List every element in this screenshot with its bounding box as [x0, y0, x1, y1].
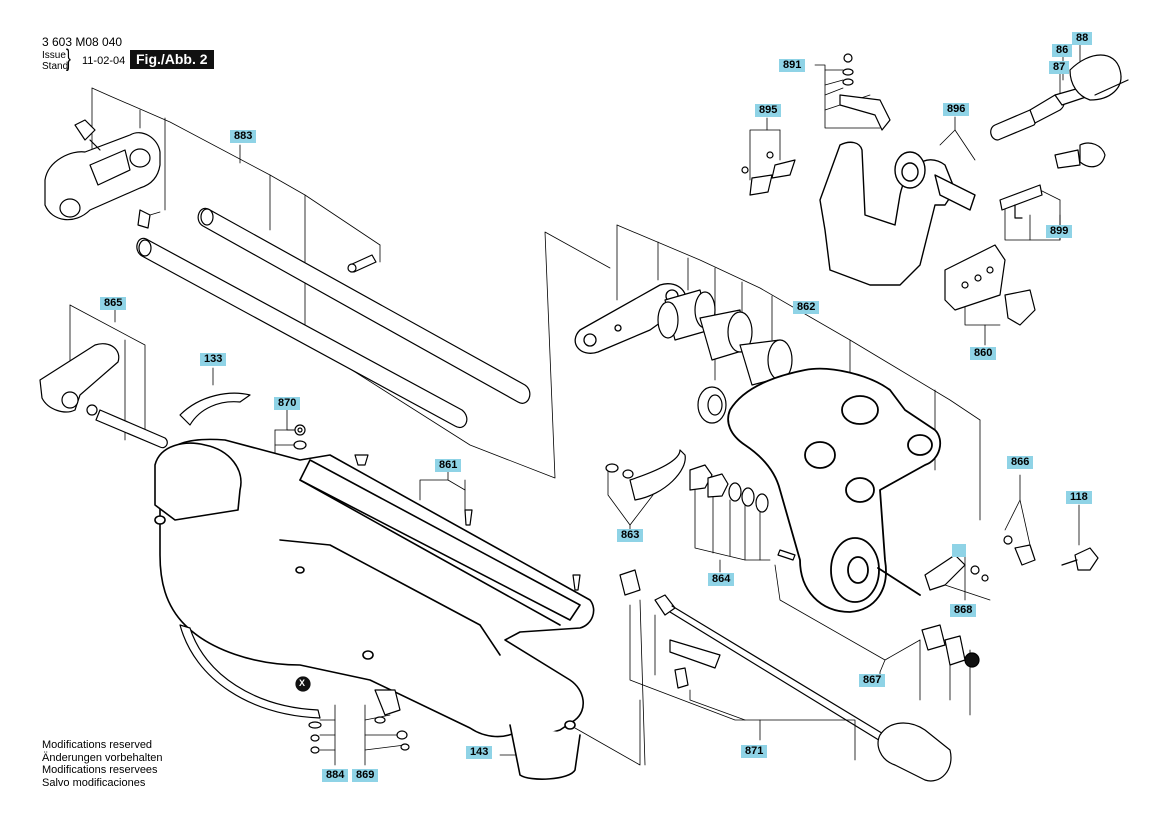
label-895: 895	[755, 104, 782, 117]
label-896: 896	[943, 103, 970, 116]
shaft-87	[990, 54, 1129, 141]
knob-118	[1061, 547, 1099, 571]
hardware-small	[293, 424, 581, 754]
label-865: 865	[100, 297, 127, 310]
arm-865	[39, 343, 168, 449]
label-868: 868	[950, 604, 977, 617]
note-en: Modifications reserved	[42, 739, 153, 751]
scale-ring	[179, 624, 321, 719]
latch-868	[924, 554, 989, 591]
label-884: 884	[322, 769, 349, 782]
rod-867	[619, 549, 980, 668]
label-860: 860	[970, 347, 997, 360]
bracket-896	[819, 141, 976, 286]
label-143: 143	[466, 746, 493, 759]
guide-tubes	[136, 207, 531, 428]
label-867: 867	[859, 674, 886, 687]
document-number: 3 603 M08 040	[42, 35, 123, 49]
bushings-862	[657, 289, 793, 424]
label-87: 87	[1049, 61, 1070, 74]
label-869: 869	[352, 769, 379, 782]
issue-date: 11-02-04	[82, 55, 126, 67]
marker-x-label: X	[299, 678, 306, 688]
leader-lines	[69, 44, 1081, 766]
notes-block: Modifications reserved Änderungen vorbeh…	[42, 739, 162, 789]
label-88: 88	[1072, 32, 1093, 45]
issue-label: Issue	[42, 50, 66, 61]
label-891: 891	[779, 59, 806, 72]
label-866: 866	[1007, 456, 1034, 469]
pin-899	[999, 142, 1106, 219]
rod-871	[654, 594, 952, 782]
label-871: 871	[741, 745, 768, 758]
plate-133	[179, 392, 251, 426]
tilt-body-862	[727, 367, 942, 613]
figure-title: Fig./Abb. 2	[130, 50, 214, 69]
brace-glyph: }	[66, 45, 71, 72]
note-fr: Modifications reservees	[42, 764, 158, 776]
note-de: Änderungen vorbehalten	[42, 751, 163, 764]
label-blank	[952, 544, 966, 557]
clip-895	[741, 151, 796, 196]
label-863: 863	[617, 529, 644, 542]
plate-860	[944, 244, 1036, 326]
label-133: 133	[200, 353, 227, 366]
stand-label: Stand	[42, 61, 69, 72]
lever-891	[839, 53, 891, 131]
screw-883	[137, 209, 377, 273]
note-es: Salvo modificaciones	[42, 776, 146, 789]
nuts-864	[689, 464, 769, 513]
arc-plate-863	[605, 449, 686, 501]
issue-labels: Issue Stand	[42, 50, 68, 72]
label-870: 870	[274, 397, 301, 410]
bolt-866	[1003, 535, 1036, 566]
tube-holder-left	[44, 119, 161, 221]
label-899: 899	[1046, 225, 1073, 238]
label-861: 861	[435, 459, 462, 472]
label-864: 864	[708, 573, 735, 586]
label-118: 118	[1066, 491, 1092, 504]
label-883: 883	[230, 130, 257, 143]
base-casting-143	[154, 438, 595, 780]
marker-x	[295, 676, 311, 692]
label-86: 86	[1052, 44, 1073, 57]
label-862: 862	[793, 301, 820, 314]
